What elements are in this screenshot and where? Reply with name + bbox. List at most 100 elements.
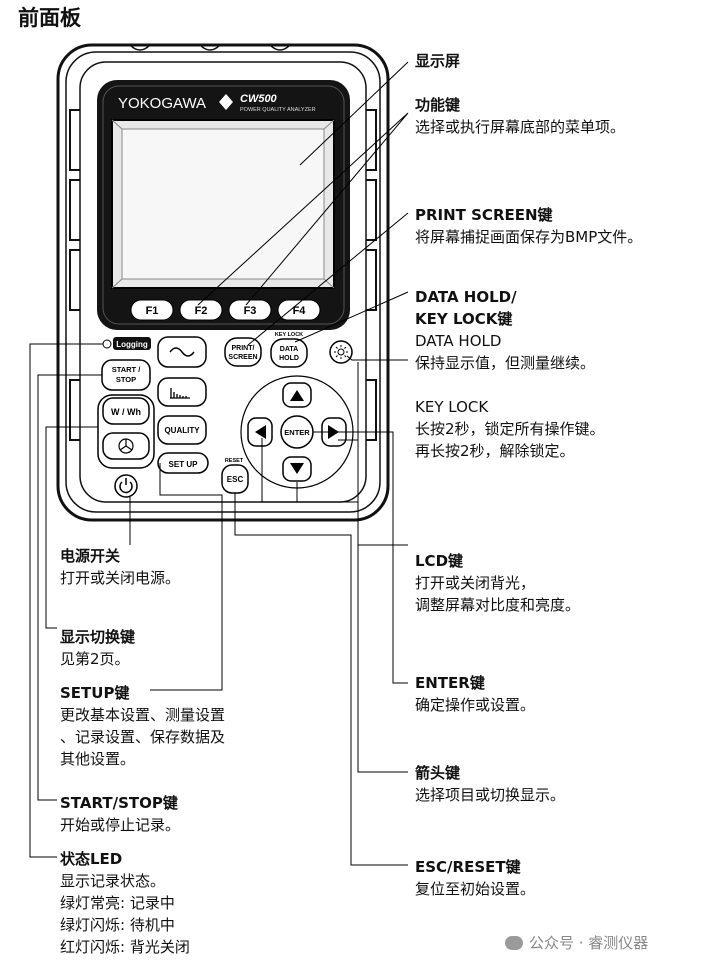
logging-label: Logging xyxy=(116,340,148,349)
callout-lcd-title: LCD键 xyxy=(415,552,464,570)
callout-datahold-line: 保持显示值，但测量继续。 xyxy=(415,354,596,372)
callout-data-hold: DATA HOLD/ KEY LOCK键 DATA HOLD 保持显示值，但测量… xyxy=(415,286,605,462)
callout-datahold-title-2: KEY LOCK键 xyxy=(415,310,513,328)
callout-datahold-title-1: DATA HOLD/ xyxy=(415,288,517,306)
callout-led-line: 绿灯常亮: 记录中 xyxy=(60,894,175,912)
callout-setup-line: 、记录设置、保存数据及 xyxy=(60,728,226,746)
brand-diamond-icon xyxy=(219,94,233,110)
watermark: 公众号 · 睿测仪器 xyxy=(505,932,648,953)
data-label: DATA xyxy=(280,346,298,353)
down-arrow-icon xyxy=(290,463,304,474)
callout-start-stop: START/STOP键 开始或停止记录。 xyxy=(60,792,180,836)
backlight-icon xyxy=(337,348,345,356)
esc-label: ESC xyxy=(227,475,244,484)
enter-label: ENTER xyxy=(284,428,310,437)
callout-setup-title: SETUP键 xyxy=(60,684,130,702)
device-body xyxy=(56,43,390,522)
leader-lines xyxy=(29,61,409,866)
callout-function-desc: 选择或执行屏幕底部的菜单项。 xyxy=(415,118,626,136)
keylock-label: KEY LOCK xyxy=(275,332,303,338)
f3-label: F3 xyxy=(244,305,257,317)
callout-print-screen: PRINT SCREEN键 将屏幕捕捉画面保存为BMP文件。 xyxy=(415,204,642,248)
f2-label: F2 xyxy=(195,305,208,317)
quality-key[interactable] xyxy=(157,415,207,445)
callout-datahold-line: 再长按2秒，解除锁定。 xyxy=(415,442,575,460)
screen-label: SCREEN xyxy=(228,354,257,361)
callout-dispswitch-desc: 见第2页。 xyxy=(60,650,130,668)
harmonics-icon xyxy=(170,388,190,399)
quality-label: QUALITY xyxy=(164,426,200,435)
left-arrow-icon xyxy=(255,425,266,439)
callout-lcd: LCD键 打开或关闭背光， 调整屏幕对比度和亮度。 xyxy=(415,550,580,616)
callout-status-led: 状态LED 显示记录状态。 绿灯常亮: 记录中 绿灯闪烁: 待机中 红灯闪烁: … xyxy=(60,848,190,958)
callout-datahold-line: 长按2秒，锁定所有操作键。 xyxy=(415,420,605,438)
hold-label: HOLD xyxy=(279,355,299,362)
watermark-text: 公众号 · 睿测仪器 xyxy=(529,934,649,952)
f1-label: F1 xyxy=(146,305,159,317)
callout-arrow-title: 箭头键 xyxy=(415,764,461,782)
f4-key[interactable] xyxy=(277,299,321,321)
display-switch-group xyxy=(97,394,155,469)
callout-function-title: 功能键 xyxy=(415,96,461,114)
callout-led-line: 红灯闪烁: 背光关闭 xyxy=(60,938,190,956)
start-label: START / xyxy=(112,365,142,374)
brand-label: YOKOGAWA xyxy=(118,95,206,112)
callout-esc-title: ESC/RESET键 xyxy=(415,858,521,876)
print-label: PRINT/ xyxy=(232,345,255,352)
callout-enter-desc: 确定操作或设置。 xyxy=(415,696,536,714)
callout-arrow: 箭头键 选择项目或切换显示。 xyxy=(415,762,565,806)
setup-label: SET UP xyxy=(169,460,199,469)
callout-datahold-line: KEY LOCK xyxy=(415,398,489,416)
callout-print-title: PRINT SCREEN键 xyxy=(415,206,553,224)
w-wh-key[interactable] xyxy=(102,397,150,425)
callout-enter: ENTER键 确定操作或设置。 xyxy=(415,672,535,716)
callout-esc-desc: 复位至初始设置。 xyxy=(415,880,536,898)
logging-tag xyxy=(113,337,151,350)
callout-arrow-desc: 选择项目或切换显示。 xyxy=(415,786,566,804)
callout-display-switch: 显示切换键 见第2页。 xyxy=(60,626,135,670)
lcd-key[interactable] xyxy=(329,340,353,364)
waveform-icon xyxy=(169,347,195,357)
callout-enter-title: ENTER键 xyxy=(415,674,485,692)
setup-key[interactable] xyxy=(157,452,209,474)
w-wh-label: W / Wh xyxy=(111,407,141,417)
function-keys: F1 F2 F3 F4 xyxy=(130,299,321,321)
callout-esc: ESC/RESET键 复位至初始设置。 xyxy=(415,856,535,900)
callout-led-title: 状态LED xyxy=(60,850,123,868)
callout-lcd-line: 调整屏幕对比度和亮度。 xyxy=(415,596,581,614)
callout-display-title: 显示屏 xyxy=(415,52,461,70)
callout-power-desc: 打开或关闭电源。 xyxy=(60,569,181,587)
callout-led-line: 绿灯闪烁: 待机中 xyxy=(60,916,175,934)
f2-key[interactable] xyxy=(179,299,223,321)
callout-function-keys: 功能键 选择或执行屏幕底部的菜单项。 xyxy=(415,94,625,138)
callout-lcd-line: 打开或关闭背光， xyxy=(415,574,536,592)
wechat-icon xyxy=(505,936,523,950)
callout-dispswitch-title: 显示切换键 xyxy=(60,628,136,646)
callout-display: 显示屏 xyxy=(415,50,460,72)
reset-label: RESET xyxy=(225,458,244,464)
f4-label: F4 xyxy=(293,305,307,317)
callout-datahold-line: DATA HOLD xyxy=(415,332,502,350)
callout-led-line: 显示记录状态。 xyxy=(60,872,166,890)
print-screen-key[interactable] xyxy=(224,337,262,367)
model-subtitle: POWER QUALITY ANALYZER xyxy=(240,107,316,113)
f1-key[interactable] xyxy=(130,299,174,321)
callout-datahold-spacer xyxy=(415,374,605,396)
callout-setup-line: 更改基本设置、测量设置 xyxy=(60,706,226,724)
power-key[interactable] xyxy=(114,474,138,498)
model-label: CW500 xyxy=(240,93,278,105)
callout-power: 电源开关 打开或关闭电源。 xyxy=(60,545,180,589)
callout-startstop-desc: 开始或停止记录。 xyxy=(60,816,181,834)
status-led xyxy=(102,339,112,349)
callout-print-desc: 将屏幕捕捉画面保存为BMP文件。 xyxy=(415,228,643,246)
up-arrow-icon xyxy=(290,390,304,401)
callout-setup: SETUP键 更改基本设置、测量设置 、记录设置、保存数据及 其他设置。 xyxy=(60,682,225,770)
page-title: 前面板 xyxy=(18,6,81,30)
stop-label: STOP xyxy=(116,375,136,384)
power-icon xyxy=(119,481,133,494)
callout-power-title: 电源开关 xyxy=(60,547,121,565)
harmonics-key[interactable] xyxy=(157,377,207,407)
data-hold-key[interactable] xyxy=(270,338,308,368)
callout-setup-line: 其他设置。 xyxy=(60,750,136,768)
